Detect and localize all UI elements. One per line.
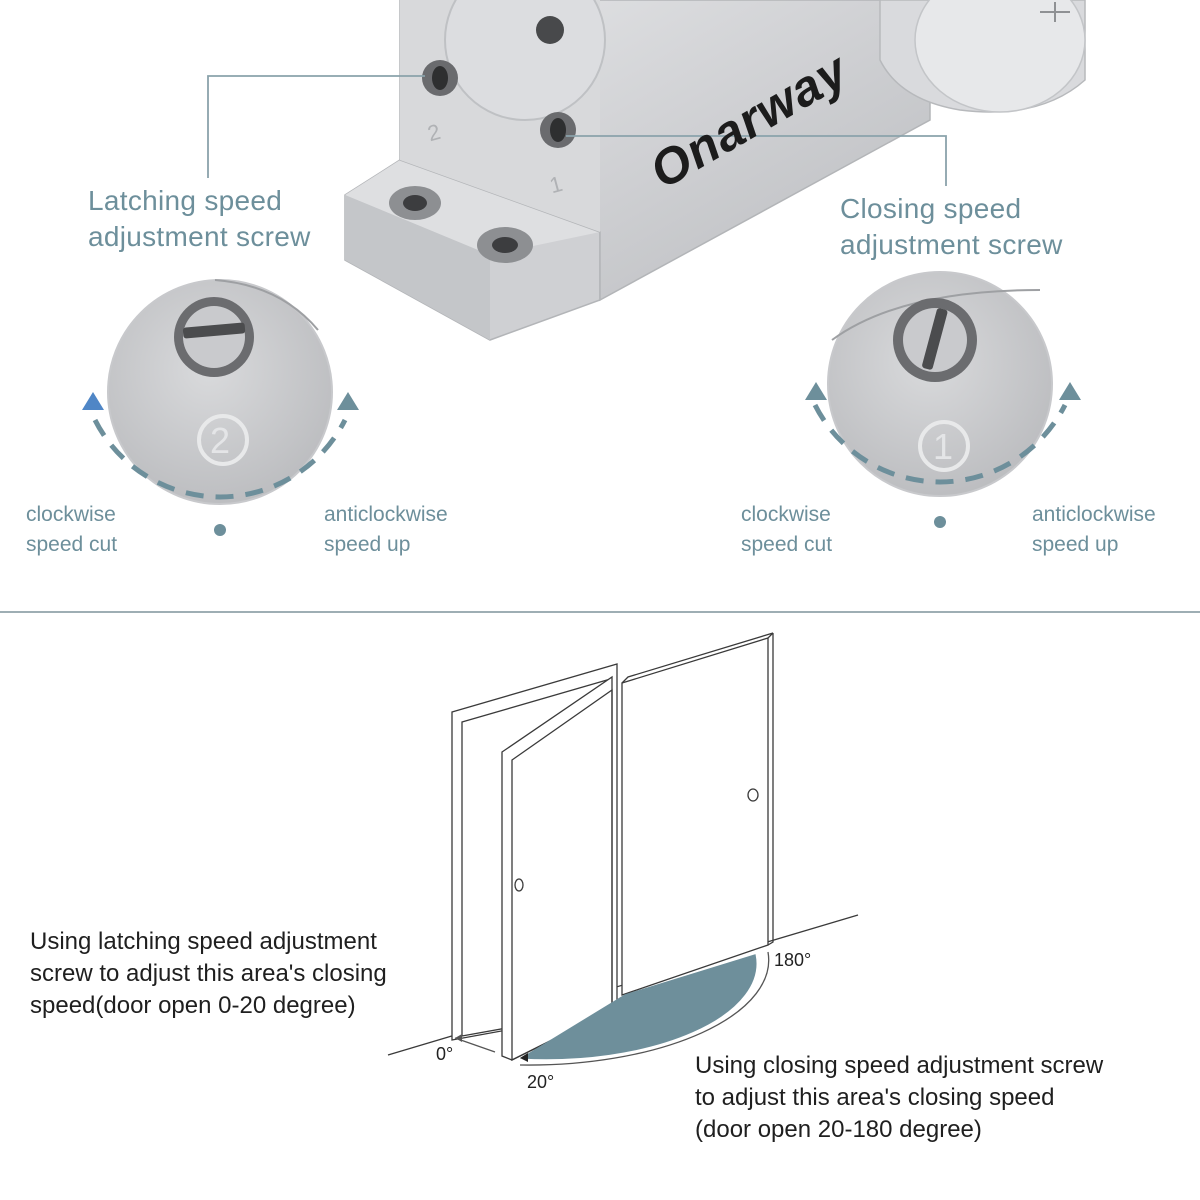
- left-speed-cut-label: speed cut: [26, 533, 118, 556]
- arrow-up-right-icon: [1059, 382, 1081, 400]
- door-diagram: [387, 632, 859, 1066]
- angle-180-label: 180°: [774, 950, 812, 970]
- caption-right-line2: to adjust this area's closing speed: [695, 1084, 1055, 1111]
- caption-left-line2: screw to adjust this area's closing: [30, 960, 387, 987]
- arrow-up-right-icon: [337, 392, 359, 410]
- zoom-closing-screw: [827, 271, 1053, 497]
- caption-right-line1: Using closing speed adjustment screw: [695, 1052, 1104, 1079]
- left-anticlockwise-label: anticlockwise: [324, 503, 448, 526]
- caption-right-line3: (door open 20-180 degree): [695, 1116, 982, 1143]
- angle-20-label: 20°: [527, 1072, 555, 1092]
- caption-left-line1: Using latching speed adjustment: [30, 928, 377, 955]
- callout-latching-line1: Latching speed: [88, 185, 283, 216]
- zoom-number-2: 2: [210, 420, 231, 461]
- arrow-up-left-icon: [82, 392, 104, 410]
- right-clockwise-label: clockwise: [741, 503, 831, 526]
- left-speed-up-label: speed up: [324, 533, 411, 556]
- zoom-latching-screw: [107, 279, 333, 505]
- callout-leaders: [207, 75, 947, 186]
- angle-0-label: 0°: [436, 1044, 454, 1064]
- door-closer-body: [344, 0, 1086, 341]
- right-anticlockwise-label: anticlockwise: [1032, 503, 1156, 526]
- callout-latching-line2: adjustment screw: [88, 221, 311, 252]
- arrow-up-left-icon: [805, 382, 827, 400]
- callout-closing-line1: Closing speed: [840, 193, 1022, 224]
- left-clockwise-label: clockwise: [26, 503, 116, 526]
- zoom-number-1: 1: [933, 426, 954, 467]
- right-speed-up-label: speed up: [1032, 533, 1119, 556]
- caption-left-line3: speed(door open 0-20 degree): [30, 992, 356, 1019]
- right-speed-cut-label: speed cut: [741, 533, 833, 556]
- callout-closing-line2: adjustment screw: [840, 229, 1063, 260]
- right-rotation-arc: [805, 382, 1081, 528]
- left-rotation-arc: [82, 392, 359, 536]
